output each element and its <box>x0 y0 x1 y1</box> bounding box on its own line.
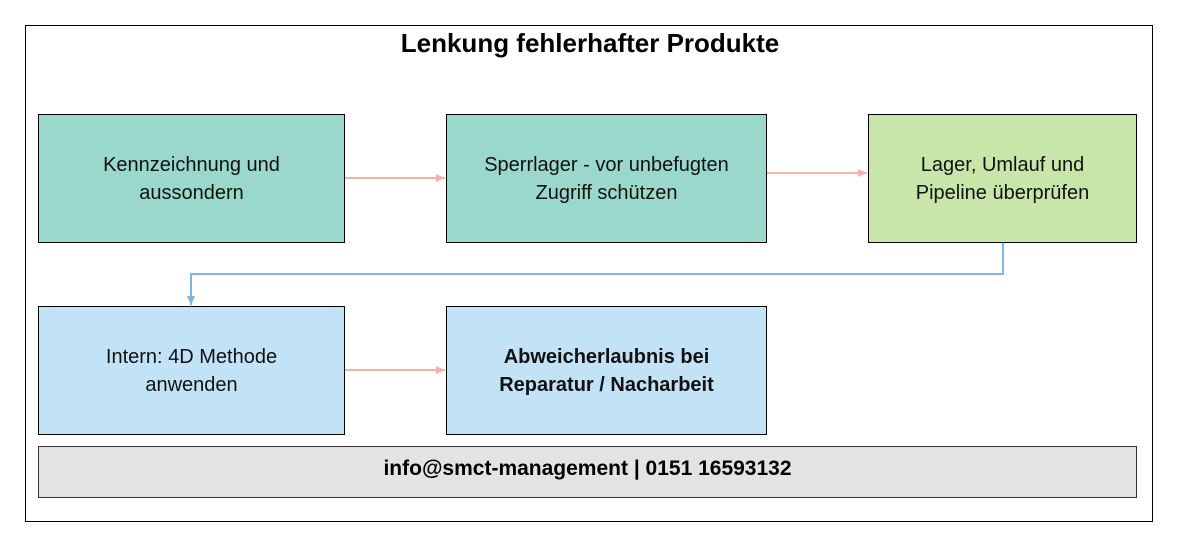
contact-footer: info@smct-management | 0151 16593132 <box>38 446 1137 498</box>
box-abweicherlaubnis: Abweicherlaubnis bei Reparatur / Nacharb… <box>446 306 767 435</box>
box-lager-label: Lager, Umlauf und Pipeline überprüfen <box>915 153 1090 204</box>
box-sperrlager-label: Sperrlager - vor unbefugten Zugriff schü… <box>484 153 729 204</box>
box-sperrlager: Sperrlager - vor unbefugten Zugriff schü… <box>446 114 767 243</box>
diagram-title: Lenkung fehlerhafter Produkte <box>400 28 780 58</box>
box-lager: Lager, Umlauf und Pipeline überprüfen <box>868 114 1137 243</box>
arrow-lager-to-intern <box>187 243 1004 305</box>
box-abweicherlaubnis-label: Abweicherlaubnis bei Reparatur / Nacharb… <box>499 345 714 396</box>
box-kennzeichnung: Kennzeichnung und aussondern <box>38 114 345 243</box>
box-kennzeichnung-label: Kennzeichnung und aussondern <box>103 153 280 204</box>
box-intern-label: Intern: 4D Methode anwenden <box>105 345 278 396</box>
box-intern: Intern: 4D Methode anwenden <box>38 306 345 435</box>
